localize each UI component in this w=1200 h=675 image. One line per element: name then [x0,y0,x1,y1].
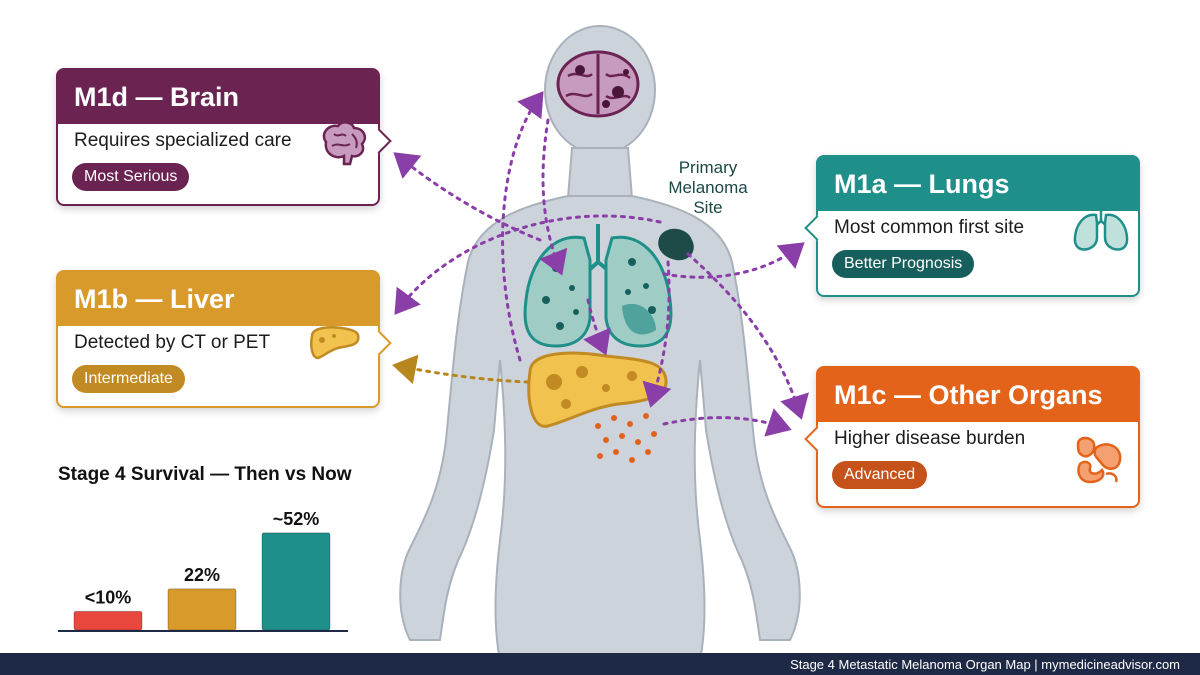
card-m1b-liver: M1b — Liver Detected by CT or PET Interm… [56,270,392,408]
severity-badge: Better Prognosis [832,250,975,278]
survival-bar-3 [261,532,331,631]
arrow-to-lungs-card [662,242,805,279]
brain-organ [556,50,640,118]
arrow-spot-to-dots [642,260,672,408]
arrow-to-brain [501,91,544,362]
survival-bar-chart: <10% 22% ~52% [58,509,348,632]
arrow-liver-to-card [392,354,530,385]
other-organs-spread [595,413,657,463]
card-description: Higher disease burden [834,428,1026,449]
primary-label-line1: Primary [678,158,738,177]
severity-badge: Advanced [832,461,928,489]
survival-bar-2 [167,588,237,631]
card-description: Requires specialized care [74,130,292,151]
card-m1a-lungs: M1a — Lungs Most common first site Bette… [804,155,1140,297]
lungs-icon [1073,207,1129,251]
primary-melanoma-label: Primary Melanoma Site [646,158,770,218]
severity-badge: Most Serious [72,163,190,191]
primary-melanoma-spot [658,228,694,261]
footer-bar: Stage 4 Metastatic Melanoma Organ Map | … [0,653,1200,675]
footer-text: Stage 4 Metastatic Melanoma Organ Map | … [790,656,1180,672]
card-description: Detected by CT or PET [74,332,271,353]
survival-bar-1 [73,610,143,631]
lungs-organ [523,224,673,348]
severity-badge: Intermediate [72,365,185,393]
digestive-organs-icon [1076,436,1122,484]
arrow-to-liver-card [394,214,662,315]
metastasis-arrows [392,91,809,437]
card-title: M1c — Other Organs [818,368,1138,422]
chart-title: Stage 4 Survival — Then vs Now [58,464,352,485]
arrow-brain-to-lungs [539,118,568,276]
arrow-to-other-card [686,252,809,420]
brain-icon [322,121,366,166]
card-title: M1d — Brain [58,70,378,124]
primary-label-line3: Site [693,198,723,217]
card-title: M1b — Liver [58,272,378,326]
card-m1d-brain: M1d — Brain Requires specialized care Mo… [56,68,392,206]
bar-value-label-1: <10% [85,587,132,607]
arrow-to-brain-card [393,152,542,242]
bar-value-label-2: 22% [184,565,220,585]
arrow-to-other-organs [662,408,792,437]
arrow-lungs-to-liver [583,298,611,356]
bar-value-label-3: ~52% [273,509,320,529]
card-description: Most common first site [834,217,1025,238]
primary-label-line2: Melanoma [668,178,748,197]
card-title: M1a — Lungs [818,157,1138,211]
card-m1c-other-organs: M1c — Other Organs Higher disease burden… [804,366,1140,508]
liver-icon [310,326,360,360]
